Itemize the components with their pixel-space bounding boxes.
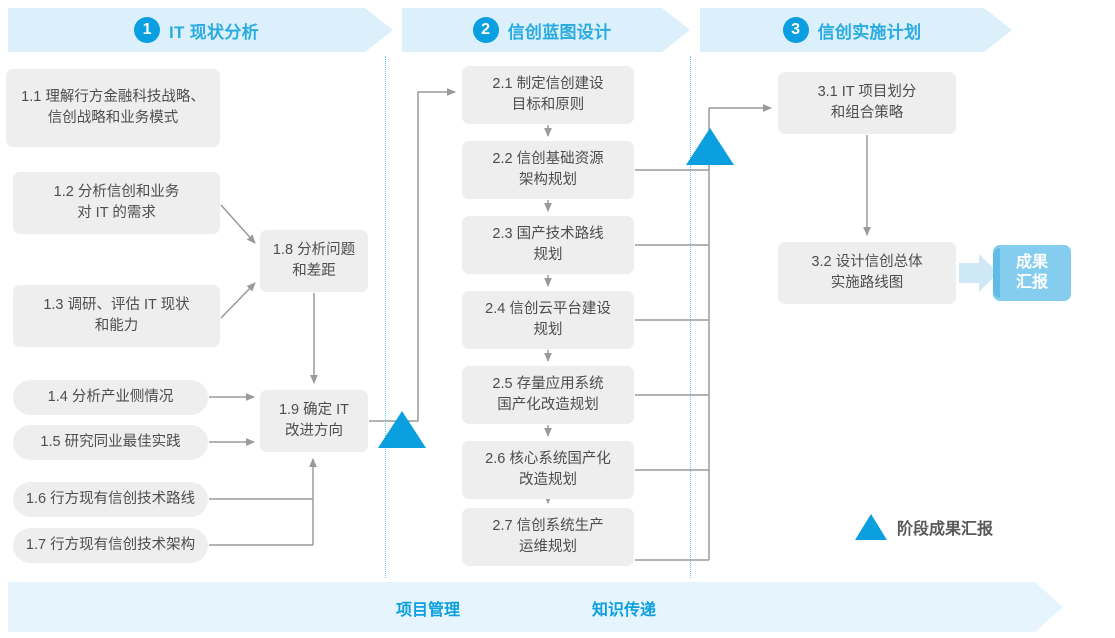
bottom-band-item-knowledge-transfer: 知识传递 bbox=[592, 602, 657, 619]
legend: 阶段成果汇报 bbox=[855, 514, 993, 540]
legend-label: 阶段成果汇报 bbox=[897, 521, 994, 538]
node-3-2[interactable]: 3.2 设计信创总体 实施路线图 bbox=[778, 242, 956, 304]
phase-number-3: 3 bbox=[782, 17, 809, 43]
phase-number-2: 2 bbox=[472, 17, 499, 43]
node-2-3[interactable]: 2.3 国产技术路线 规划 bbox=[462, 216, 634, 274]
node-1-3[interactable]: 1.3 调研、评估 IT 现状 和能力 bbox=[13, 285, 220, 347]
phase-band-shape-2 bbox=[402, 8, 690, 52]
node-2-4[interactable]: 2.4 信创云平台建设 规划 bbox=[462, 291, 634, 349]
node-2-2[interactable]: 2.2 信创基础资源 架构规划 bbox=[462, 141, 634, 199]
phase-divider-1 bbox=[385, 56, 386, 578]
bottom-band-shape bbox=[8, 582, 1063, 632]
deliverable-badge[interactable]: 成果 汇报 bbox=[993, 245, 1071, 301]
connector-19-21 bbox=[369, 88, 456, 422]
node-3-1[interactable]: 3.1 IT 项目划分 和组合策略 bbox=[778, 72, 956, 134]
node-2-5[interactable]: 2.5 存量应用系统 国产化改造规划 bbox=[462, 366, 634, 424]
bottom-band-item-project-management: 项目管理 bbox=[396, 602, 461, 619]
node-1-4[interactable]: 1.4 分析产业侧情况 bbox=[13, 380, 208, 415]
phase-divider-2 bbox=[690, 56, 691, 578]
node-1-6[interactable]: 1.6 行方现有信创技术路线 bbox=[13, 482, 208, 517]
milestone-icon bbox=[855, 514, 887, 540]
phase-title-3: 信创实施计划 bbox=[817, 22, 922, 42]
phase-header-2: 2 信创蓝图设计 bbox=[402, 8, 690, 52]
milestone-triangle-phase1 bbox=[378, 411, 426, 448]
connector-12-18 bbox=[220, 204, 256, 244]
phase-band-shape-3 bbox=[700, 8, 1012, 52]
node-2-7[interactable]: 2.7 信创系统生产 运维规划 bbox=[462, 508, 634, 566]
phase-number-1: 1 bbox=[134, 17, 161, 43]
node-1-7[interactable]: 1.7 行方现有信创技术架构 bbox=[13, 528, 208, 563]
node-1-2[interactable]: 1.2 分析信创和业务 对 IT 的需求 bbox=[13, 172, 220, 234]
node-1-1[interactable]: 1.1 理解行方金融科技战略、 信创战略和业务模式 bbox=[6, 69, 220, 147]
node-1-8[interactable]: 1.8 分析问题 和差距 bbox=[260, 230, 368, 292]
node-1-5[interactable]: 1.5 研究同业最佳实践 bbox=[13, 425, 208, 460]
phase-title-2: 信创蓝图设计 bbox=[507, 22, 612, 42]
milestone-triangle-phase2 bbox=[686, 128, 734, 165]
phase-band-shape-1 bbox=[8, 8, 393, 52]
connector-13-18 bbox=[220, 282, 256, 319]
node-1-9[interactable]: 1.9 确定 IT 改进方向 bbox=[260, 390, 368, 452]
phase-header-1: 1 IT 现状分析 bbox=[8, 8, 393, 52]
node-2-1[interactable]: 2.1 制定信创建设 目标和原则 bbox=[462, 66, 634, 124]
node-2-6[interactable]: 2.6 核心系统国产化 改造规划 bbox=[462, 441, 634, 499]
connector-32-badge bbox=[959, 254, 998, 292]
phase-header-3: 3 信创实施计划 bbox=[700, 8, 1012, 52]
phase-title-1: IT 现状分析 bbox=[169, 22, 259, 42]
